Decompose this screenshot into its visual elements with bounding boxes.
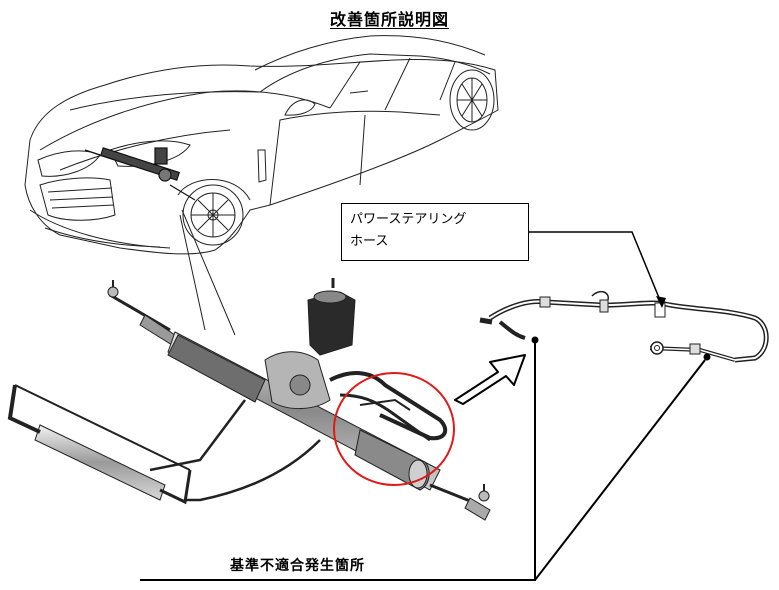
steering-rack-assembly <box>107 278 491 521</box>
defect-point-right <box>703 353 711 361</box>
car-steering-preview <box>84 147 196 201</box>
cooler-tube <box>7 384 192 505</box>
defect-highlight-circle <box>333 372 455 486</box>
pointer-arrow <box>454 354 526 405</box>
callout-line-2: ホース <box>350 234 389 249</box>
defect-pointer-lines <box>140 340 706 581</box>
defect-location-label: 基準不適合発生箇所 <box>230 558 365 574</box>
diagram-title: 改善箇所説明図 <box>0 6 779 30</box>
callout-leader-arrowhead <box>656 296 666 308</box>
leader-lines-car <box>179 209 236 336</box>
power-steering-hose <box>479 290 769 363</box>
defect-point-left <box>531 336 539 344</box>
callout-leader-line <box>529 231 663 306</box>
hose-callout-box: パワーステアリング ホース <box>341 203 529 261</box>
callout-line-1: パワーステアリング <box>350 212 467 227</box>
diagram-title-text: 改善箇所説明図 <box>329 10 449 29</box>
